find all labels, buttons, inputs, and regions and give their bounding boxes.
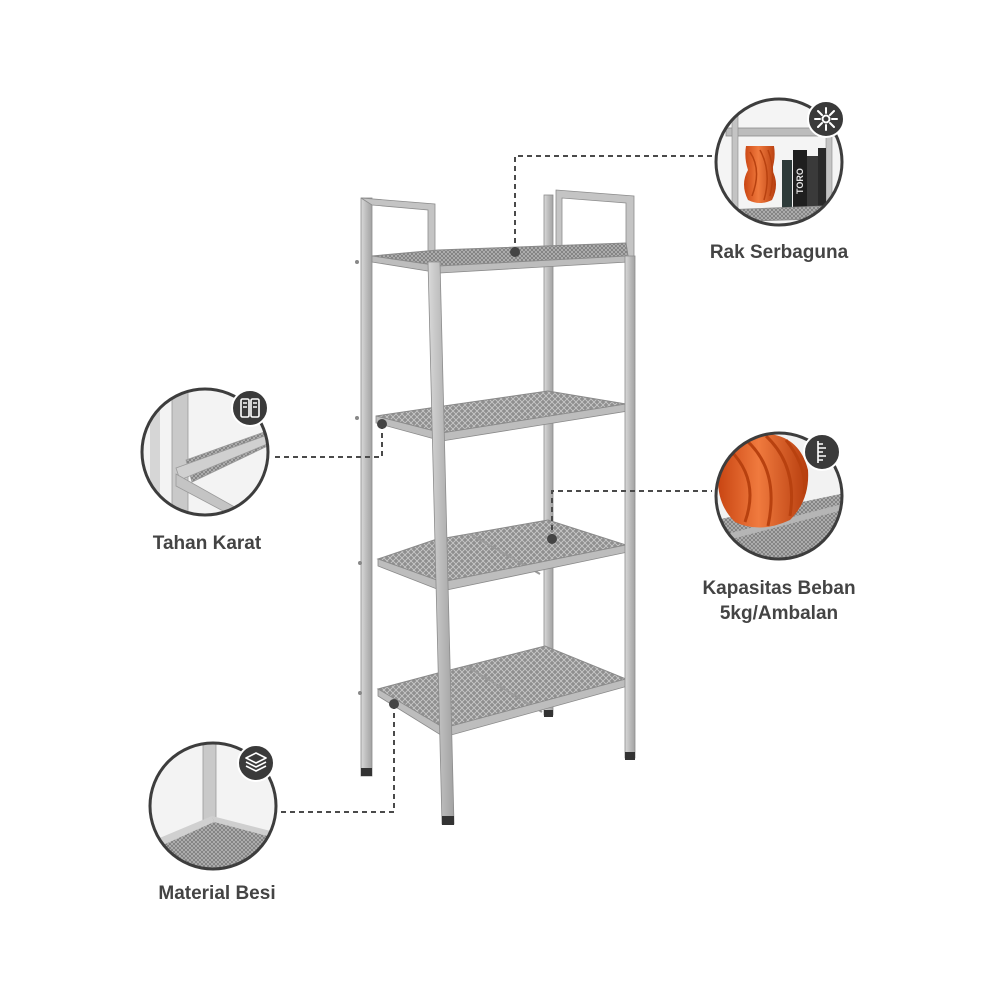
feature-tahan-karat: Tahan Karat	[140, 387, 270, 554]
callout-dot-bottom-shelf	[389, 699, 399, 709]
kapasitas-beban-label-line1: Kapasitas Beban	[702, 578, 855, 599]
callout-line-tahan-karat	[271, 424, 383, 458]
back-right-leg-inner-foot	[544, 710, 553, 717]
book-spine-text: TORO	[795, 168, 805, 194]
callout-line-kapasitas-beban	[551, 490, 712, 539]
front-left-leg-foot	[442, 816, 454, 825]
material-besi-label: Material Besi	[158, 883, 275, 904]
kapasitas-beban-circle	[714, 431, 844, 561]
layers-icon	[237, 744, 275, 782]
multipurpose-icon	[807, 100, 845, 138]
book	[793, 150, 807, 212]
callout-dot-second-shelf	[377, 419, 387, 429]
tahan-karat-photo	[142, 389, 268, 515]
callout-dot-top-shelf	[510, 247, 520, 257]
rak-serbaguna-circle	[714, 97, 844, 227]
rak-serbaguna-label: Rak Serbaguna	[710, 242, 849, 263]
weight-capacity-icon	[803, 433, 841, 471]
vase	[717, 433, 809, 528]
shelf-1	[371, 242, 629, 274]
callout-dot-third-shelf	[547, 534, 557, 544]
shelf-unit	[355, 189, 636, 825]
shelf-3	[376, 519, 629, 592]
book	[782, 160, 792, 210]
feature-material-besi: Material Besi	[148, 741, 278, 904]
back-right-leg-inner	[543, 194, 554, 716]
callout-line-material-besi	[279, 704, 395, 813]
shelf-2	[375, 390, 629, 442]
book	[818, 148, 826, 212]
feature-rak-serbaguna: TORO Rak Serbaguna	[710, 97, 849, 263]
feature-kapasitas-beban: Kapasitas Beban 5kg/Ambalan	[702, 431, 856, 624]
back-left-leg-foot	[361, 768, 372, 776]
tahan-karat-label: Tahan Karat	[153, 533, 262, 554]
callout-line-rak-serbaguna	[514, 155, 712, 252]
vase	[744, 146, 776, 203]
back-left-leg	[360, 197, 373, 777]
shelf-4	[376, 645, 629, 738]
callout-dots	[377, 247, 557, 709]
book	[807, 156, 818, 212]
front-right-leg	[624, 255, 636, 759]
kapasitas-beban-label-line2: 5kg/Ambalan	[720, 603, 838, 624]
front-right-leg-foot	[625, 752, 635, 760]
tahan-karat-circle	[140, 387, 270, 517]
material-besi-circle	[148, 741, 278, 871]
callout-lines	[271, 155, 712, 813]
rust-resistant-icon	[231, 389, 269, 427]
